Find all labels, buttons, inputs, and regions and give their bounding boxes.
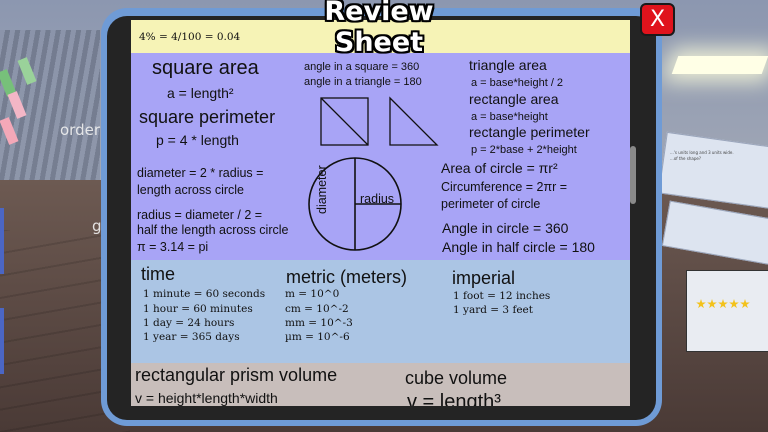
star-icon <box>707 299 717 309</box>
star-icon <box>718 299 728 309</box>
side-panel <box>0 208 4 274</box>
percent-panel <box>131 20 630 53</box>
sheet-scrollbar[interactable] <box>630 146 636 204</box>
imperial-line: 1 yard = 3 feet <box>453 304 533 316</box>
note-line: ...of the shape? <box>670 156 701 161</box>
rectangle-area-formula: a = base*height <box>471 111 548 123</box>
circle-area: Area of circle = πr² <box>441 160 558 176</box>
prism-volume-formula: v = height*length*width <box>135 390 278 406</box>
pi-line: π = 3.14 = pi <box>137 240 209 254</box>
time-heading: time <box>141 264 176 284</box>
angle-circle: Angle in circle = 360 <box>442 220 569 236</box>
metric-heading: metric (meters) <box>286 267 407 287</box>
background-word: order <box>60 121 100 139</box>
triangle-diagram <box>389 96 439 146</box>
cube-volume-heading: cube volume <box>405 368 508 388</box>
radius-line-2: half the length across circle <box>137 223 289 237</box>
angle-square: angle in a square = 360 <box>304 61 420 73</box>
star-icon <box>729 299 739 309</box>
background-note: ...'s units long and 3 units wide. ...of… <box>670 150 734 162</box>
triangle-area-formula: a = base*height / 2 <box>471 77 564 89</box>
time-line: 1 day = 24 hours <box>143 317 235 329</box>
circle-diagram <box>308 157 402 251</box>
angle-half-circle: Angle in half circle = 180 <box>442 239 595 255</box>
diameter-line-2: length across circle <box>137 183 244 197</box>
window-title: Review Sheet <box>324 0 434 58</box>
side-panel <box>0 308 4 374</box>
metric-line: mm = 10^-3 <box>285 317 353 329</box>
metric-line: m = 10^0 <box>285 288 340 300</box>
triangle-area-heading: triangle area <box>469 57 547 73</box>
square-perimeter-heading: square perimeter <box>139 107 276 127</box>
metric-line: µm = 10^-6 <box>285 331 350 343</box>
rectangle-perimeter-formula: p = 2*base + 2*height <box>471 144 577 156</box>
review-sheet-content[interactable]: 4% = 4/100 = 0.04 square area a = length… <box>131 20 630 406</box>
close-icon: X <box>649 7 666 32</box>
time-line: 1 year = 365 days <box>143 331 240 343</box>
square-area-formula: a = length² <box>167 85 234 101</box>
rating-card <box>686 270 768 352</box>
metric-line: cm = 10^-2 <box>285 303 349 315</box>
radius-line-1: radius = diameter / 2 = <box>137 208 263 222</box>
cube-volume-formula: v = length³ <box>407 391 501 406</box>
units-panel <box>131 260 630 363</box>
circumference-line-1: Circumference = 2πr = <box>441 180 568 194</box>
radius-label: radius <box>360 192 395 206</box>
time-line: 1 hour = 60 minutes <box>143 303 253 315</box>
imperial-line: 1 foot = 12 inches <box>453 290 551 302</box>
rectangle-perimeter-heading: rectangle perimeter <box>469 124 590 140</box>
square-area-heading: square area <box>152 57 259 79</box>
diameter-label: diameter <box>315 165 329 214</box>
background-word: g <box>92 217 102 235</box>
circumference-line-2: perimeter of circle <box>441 197 541 211</box>
imperial-heading: imperial <box>452 268 516 288</box>
note-line: ...'s units long and 3 units wide. <box>670 150 734 155</box>
star-icon <box>696 299 706 309</box>
square-diagram <box>320 97 369 146</box>
close-button[interactable]: X <box>640 3 675 36</box>
geometry-panel <box>131 53 630 260</box>
percent-formula: 4% = 4/100 = 0.04 <box>139 31 241 43</box>
angle-triangle: angle in a triangle = 180 <box>304 76 422 88</box>
diameter-line-1: diameter = 2 * radius = <box>137 166 264 180</box>
square-perimeter-formula: p = 4 * length <box>156 132 239 148</box>
volume-panel <box>131 363 630 406</box>
prism-volume-heading: rectangular prism volume <box>135 365 338 385</box>
geometry-diagrams <box>308 96 439 251</box>
rectangle-area-heading: rectangle area <box>469 91 559 107</box>
star-icon <box>740 299 750 309</box>
time-line: 1 minute = 60 seconds <box>143 288 266 300</box>
ceiling-light <box>671 56 768 74</box>
